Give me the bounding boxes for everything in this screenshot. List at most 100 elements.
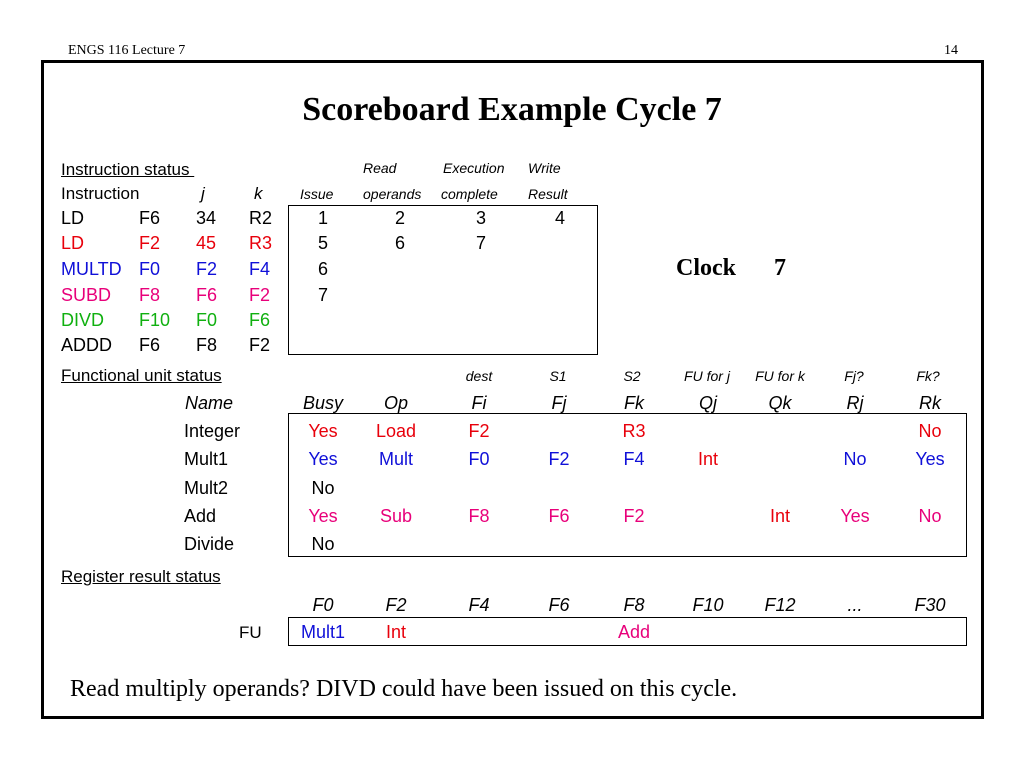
instr-exec: 7 bbox=[475, 233, 487, 253]
fu-cell-op: Mult bbox=[378, 449, 414, 469]
instr-k: F6 bbox=[249, 310, 271, 330]
register-result-table bbox=[288, 617, 967, 646]
fu-top-header: Fj? bbox=[844, 368, 864, 384]
fu-col-header: Fj bbox=[551, 393, 567, 413]
fu-col-header: Rk bbox=[919, 393, 941, 413]
instr-j: 45 bbox=[196, 233, 217, 253]
fu-cell-rj: No bbox=[843, 449, 867, 469]
instr-k: R2 bbox=[249, 208, 273, 228]
header-operands: operands bbox=[363, 186, 422, 202]
instr-read: 2 bbox=[394, 208, 406, 228]
instr-op: MULTD bbox=[61, 259, 122, 279]
header-read: Read bbox=[363, 160, 397, 176]
register-value: Int bbox=[385, 622, 407, 642]
instr-op: SUBD bbox=[61, 285, 112, 305]
header-complete: complete bbox=[441, 186, 498, 202]
fu-cell-rk: No bbox=[918, 421, 942, 441]
header-execution: Execution bbox=[443, 160, 505, 176]
clock-value: 7 bbox=[774, 255, 786, 281]
instr-j: F8 bbox=[196, 335, 218, 355]
fu-cell-rk: No bbox=[918, 506, 942, 526]
instr-dest: F6 bbox=[139, 335, 161, 355]
slide-frame bbox=[41, 60, 984, 719]
header-k: k bbox=[254, 184, 263, 203]
fu-cell-busy: Yes bbox=[308, 506, 338, 526]
fu-col-header: Qk bbox=[768, 393, 792, 413]
instr-exec: 3 bbox=[475, 208, 487, 228]
fu-cell-rk: Yes bbox=[915, 449, 945, 469]
fu-top-header: FU for j bbox=[684, 368, 730, 384]
instr-write: 4 bbox=[554, 208, 566, 228]
instr-issue: 5 bbox=[317, 233, 329, 253]
slide-title: Scoreboard Example Cycle 7 bbox=[302, 91, 722, 128]
fu-cell-fk: F4 bbox=[623, 449, 645, 469]
fu-col-header: Rj bbox=[846, 393, 864, 413]
instr-dest: F10 bbox=[139, 310, 171, 330]
fu-cell-busy: No bbox=[311, 478, 335, 498]
fu-cell-fj: F6 bbox=[548, 506, 570, 526]
fu-col-header: Fi bbox=[471, 393, 487, 413]
fu-col-header: Qj bbox=[699, 393, 717, 413]
instr-j: 34 bbox=[196, 208, 217, 228]
instr-read: 6 bbox=[394, 233, 406, 253]
register-header: F12 bbox=[764, 595, 796, 615]
fu-cell-busy: Yes bbox=[308, 421, 338, 441]
instr-k: F2 bbox=[249, 285, 271, 305]
fu-cell-fi: F8 bbox=[468, 506, 490, 526]
instr-issue: 6 bbox=[317, 259, 329, 279]
instr-k: R3 bbox=[249, 233, 273, 253]
fu-name: Mult1 bbox=[184, 449, 229, 469]
page-number: 14 bbox=[944, 43, 958, 58]
register-header: F4 bbox=[468, 595, 490, 615]
instruction-status-table bbox=[288, 205, 598, 355]
instr-j: F6 bbox=[196, 285, 218, 305]
fu-row-label: FU bbox=[239, 623, 262, 642]
fu-cell-qj: Int bbox=[697, 449, 719, 469]
register-header: F6 bbox=[548, 595, 570, 615]
fu-name: Integer bbox=[184, 421, 241, 441]
instr-op: DIVD bbox=[61, 310, 105, 330]
fu-col-header: Busy bbox=[302, 393, 344, 413]
instr-dest: F2 bbox=[139, 233, 161, 253]
header-issue: Issue bbox=[300, 186, 334, 202]
fu-cell-op: Load bbox=[375, 421, 417, 441]
instruction-status-label: Instruction status bbox=[61, 160, 195, 179]
fu-name: Divide bbox=[184, 534, 235, 554]
instr-op: LD bbox=[61, 233, 85, 253]
clock-label: Clock bbox=[676, 255, 736, 281]
fu-cell-busy: No bbox=[311, 534, 335, 554]
register-header: F10 bbox=[692, 595, 724, 615]
fu-cell-fi: F0 bbox=[468, 449, 490, 469]
fu-top-header: S1 bbox=[549, 368, 567, 384]
fu-cell-fk: F2 bbox=[623, 506, 645, 526]
instr-op: LD bbox=[61, 208, 85, 228]
instr-op: ADDD bbox=[61, 335, 113, 355]
fu-top-header: dest bbox=[465, 368, 493, 384]
fu-cell-fj: F2 bbox=[548, 449, 570, 469]
instr-k: F2 bbox=[249, 335, 271, 355]
register-header: ... bbox=[847, 595, 863, 615]
fu-top-header: S2 bbox=[623, 368, 641, 384]
instr-dest: F8 bbox=[139, 285, 161, 305]
fu-col-header: Fk bbox=[624, 393, 644, 413]
header-instruction: Instruction bbox=[61, 184, 140, 203]
instr-dest: F0 bbox=[139, 259, 161, 279]
fu-cell-op: Sub bbox=[379, 506, 413, 526]
lecture-header: ENGS 116 Lecture 7 bbox=[68, 43, 186, 58]
fu-name: Add bbox=[184, 506, 217, 526]
register-result-status-label: Register result status bbox=[61, 567, 221, 586]
instr-j: F0 bbox=[196, 310, 218, 330]
fu-cell-fi: F2 bbox=[468, 421, 490, 441]
fu-col-header-name: Name bbox=[185, 393, 234, 413]
fu-top-header: Fk? bbox=[916, 368, 940, 384]
register-header: F0 bbox=[312, 595, 334, 615]
fu-name: Mult2 bbox=[184, 478, 229, 498]
fu-top-header: FU for k bbox=[755, 368, 805, 384]
fu-cell-fk: R3 bbox=[622, 421, 646, 441]
header-j: j bbox=[201, 184, 205, 203]
fu-cell-qk: Int bbox=[769, 506, 791, 526]
register-value: Mult1 bbox=[300, 622, 346, 642]
functional-unit-status-label: Functional unit status bbox=[61, 366, 222, 385]
fu-cell-rj: Yes bbox=[840, 506, 870, 526]
footer-note: Read multiply operands? DIVD could have … bbox=[70, 676, 738, 702]
